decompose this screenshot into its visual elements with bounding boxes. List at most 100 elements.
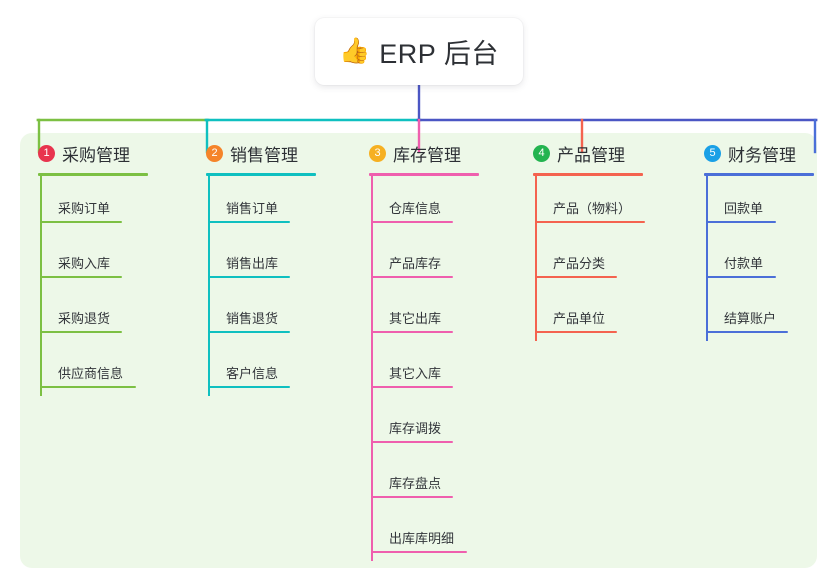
list-item-rule (706, 221, 776, 223)
list-item-rule (371, 551, 467, 553)
list-item-rule (40, 276, 122, 278)
list-item-rule (208, 386, 290, 388)
column-items-2: 销售订单销售出库销售退货客户信息 (208, 176, 316, 396)
list-item-label: 出库库明细 (389, 531, 455, 546)
list-item-rule (535, 221, 645, 223)
list-item-label: 产品单位 (553, 311, 606, 326)
column-header-3[interactable]: 3 库存管理 (369, 140, 479, 166)
column-badge-4: 4 (533, 144, 550, 162)
list-item-label: 仓库信息 (389, 201, 442, 216)
column-header-1[interactable]: 1 采购管理 (38, 140, 148, 166)
column-spine-2 (208, 176, 210, 396)
column-items-3: 仓库信息产品库存其它出库其它入库库存调拨库存盘点出库库明细 (371, 176, 479, 561)
branches-panel (20, 133, 817, 568)
list-item[interactable]: 库存盘点 (371, 451, 479, 506)
list-item-label: 产品库存 (389, 256, 442, 271)
column-spine-3 (371, 176, 373, 561)
list-item-rule (208, 276, 290, 278)
list-item-rule (208, 331, 290, 333)
list-item[interactable]: 付款单 (706, 231, 814, 286)
list-item-rule (208, 221, 290, 223)
column-spine-4 (535, 176, 537, 341)
column-库存管理: 3 库存管理仓库信息产品库存其它出库其它入库库存调拨库存盘点出库库明细 (369, 140, 479, 561)
thumbs-up-icon: 👍 (339, 37, 371, 65)
list-item-label: 库存盘点 (389, 476, 442, 491)
list-item-label: 其它入库 (389, 366, 442, 381)
list-item[interactable]: 回款单 (706, 176, 814, 231)
list-item[interactable]: 其它入库 (371, 341, 479, 396)
list-item[interactable]: 采购入库 (40, 231, 148, 286)
column-header-4[interactable]: 4 产品管理 (533, 140, 643, 166)
list-item[interactable]: 仓库信息 (371, 176, 479, 231)
column-badge-2: 2 (206, 144, 223, 162)
column-title-3: 库存管理 (393, 145, 461, 165)
list-item[interactable]: 销售出库 (208, 231, 316, 286)
list-item-label: 库存调拨 (389, 421, 442, 436)
column-badge-3: 3 (369, 144, 386, 162)
column-采购管理: 1 采购管理采购订单采购入库采购退货供应商信息 (38, 140, 148, 396)
list-item[interactable]: 出库库明细 (371, 506, 479, 561)
column-title-2: 销售管理 (230, 145, 298, 165)
root-title: ERP 后台 (379, 39, 499, 69)
column-header-rule-1 (38, 173, 148, 176)
list-item-label: 销售出库 (226, 256, 279, 271)
list-item-label: 销售退货 (226, 311, 279, 326)
list-item[interactable]: 产品单位 (535, 286, 643, 341)
list-item-label: 付款单 (724, 256, 764, 271)
list-item-rule (371, 496, 453, 498)
list-item[interactable]: 采购退货 (40, 286, 148, 341)
list-item[interactable]: 采购订单 (40, 176, 148, 231)
list-item-rule (706, 331, 788, 333)
list-item-rule (371, 276, 453, 278)
list-item[interactable]: 产品分类 (535, 231, 643, 286)
list-item-label: 回款单 (724, 201, 764, 216)
column-title-4: 产品管理 (557, 145, 625, 165)
list-item-label: 结算账户 (724, 311, 777, 326)
column-badge-1: 1 (38, 144, 55, 162)
column-title-1: 采购管理 (62, 145, 130, 165)
root-node-content: 👍 ERP 后台 (339, 32, 499, 71)
column-销售管理: 2 销售管理销售订单销售出库销售退货客户信息 (206, 140, 316, 396)
column-header-rule-3 (369, 173, 479, 176)
root-node[interactable]: 👍 ERP 后台 (315, 18, 523, 85)
list-item-rule (371, 441, 453, 443)
list-item-rule (371, 331, 453, 333)
list-item-label: 采购入库 (58, 256, 111, 271)
list-item-label: 采购订单 (58, 201, 111, 216)
list-item[interactable]: 产品库存 (371, 231, 479, 286)
list-item-label: 客户信息 (226, 366, 279, 381)
list-item[interactable]: 其它出库 (371, 286, 479, 341)
list-item-rule (535, 276, 617, 278)
list-item[interactable]: 产品（物料） (535, 176, 645, 231)
list-item[interactable]: 销售订单 (208, 176, 316, 231)
list-item-label: 销售订单 (226, 201, 279, 216)
list-item-label: 其它出库 (389, 311, 442, 326)
list-item-rule (535, 331, 617, 333)
list-item-rule (706, 276, 776, 278)
list-item[interactable]: 客户信息 (208, 341, 316, 396)
column-header-rule-5 (704, 173, 814, 176)
list-item-label: 供应商信息 (58, 366, 124, 381)
column-spine-1 (40, 176, 42, 396)
column-title-5: 财务管理 (728, 145, 796, 165)
list-item-label: 产品分类 (553, 256, 606, 271)
column-items-4: 产品（物料） 产品分类产品单位 (535, 176, 645, 341)
list-item-rule (40, 386, 136, 388)
column-header-2[interactable]: 2 销售管理 (206, 140, 316, 166)
list-item-rule (40, 331, 122, 333)
column-header-rule-2 (206, 173, 316, 176)
column-spine-5 (706, 176, 708, 341)
column-items-1: 采购订单采购入库采购退货供应商信息 (40, 176, 148, 396)
list-item[interactable]: 销售退货 (208, 286, 316, 341)
list-item-rule (371, 386, 453, 388)
column-items-5: 回款单付款单结算账户 (706, 176, 814, 341)
list-item[interactable]: 供应商信息 (40, 341, 148, 396)
list-item-rule (40, 221, 122, 223)
list-item[interactable]: 库存调拨 (371, 396, 479, 451)
list-item[interactable]: 结算账户 (706, 286, 814, 341)
list-item-label: 产品（物料） (553, 201, 632, 216)
list-item-rule (371, 221, 453, 223)
